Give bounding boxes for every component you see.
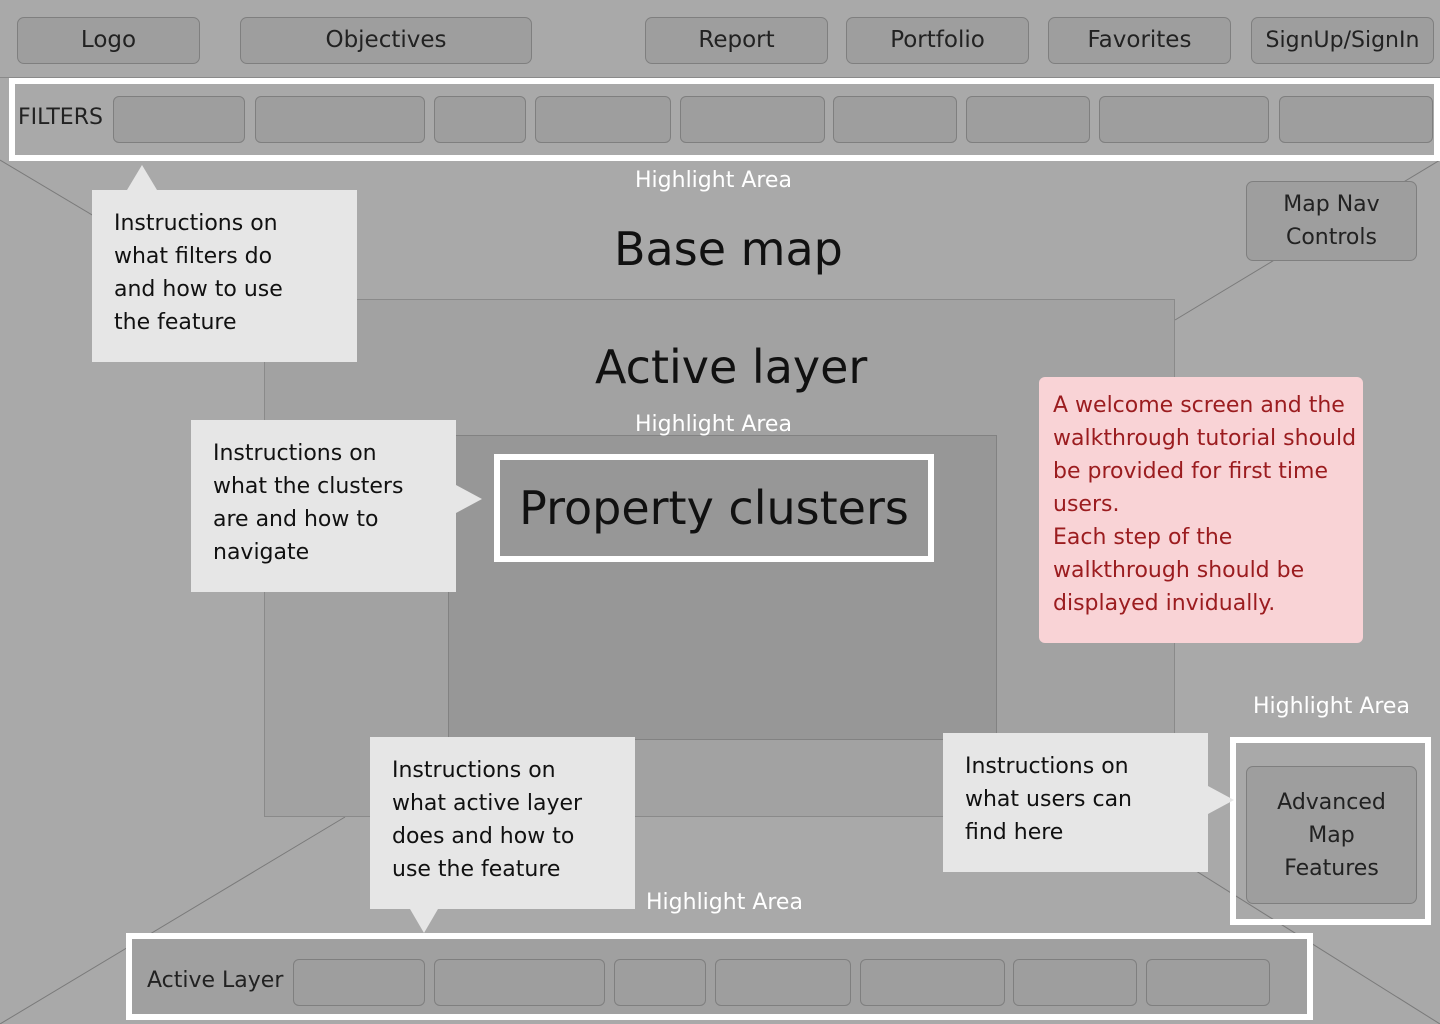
- tooltip-filters-text: Instructions on what filters do and how …: [114, 211, 283, 335]
- advanced-features-highlight: [1230, 737, 1431, 925]
- filter-slot[interactable]: [1279, 96, 1433, 143]
- property-clusters-highlight[interactable]: Property clusters: [494, 454, 934, 562]
- filter-slot[interactable]: [1099, 96, 1269, 143]
- active-layer-slot[interactable]: [614, 959, 706, 1006]
- filter-slot[interactable]: [680, 96, 825, 143]
- filter-slot[interactable]: [113, 96, 245, 143]
- active-layer-slot[interactable]: [715, 959, 851, 1006]
- tooltip-advanced-text: Instructions on what users can find here: [965, 754, 1132, 845]
- tooltip-clusters-arrow: [456, 485, 482, 513]
- highlight-area-label-clusters: Highlight Area: [635, 412, 792, 437]
- map-nav-controls[interactable]: Map Nav Controls: [1246, 181, 1417, 261]
- filters-highlight: [9, 78, 1440, 161]
- highlight-area-label-filters: Highlight Area: [635, 168, 792, 193]
- tooltip-advanced: Instructions on what users can find here: [943, 733, 1208, 872]
- filter-slot[interactable]: [966, 96, 1090, 143]
- welcome-note: A welcome screen and the walkthrough tut…: [1039, 377, 1363, 643]
- tooltip-clusters: Instructions on what the clusters are an…: [191, 420, 456, 592]
- tooltip-advanced-arrow: [1208, 786, 1234, 814]
- tooltip-active-layer-arrow: [410, 909, 438, 933]
- tooltip-clusters-text: Instructions on what the clusters are an…: [213, 441, 404, 565]
- favorites-button[interactable]: Favorites: [1048, 17, 1231, 64]
- welcome-note-text: A welcome screen and the walkthrough tut…: [1053, 393, 1357, 616]
- signup-signin-button[interactable]: SignUp/SignIn: [1251, 17, 1434, 64]
- filter-slot[interactable]: [434, 96, 526, 143]
- top-nav: [0, 0, 1440, 78]
- active-layer-slot[interactable]: [434, 959, 605, 1006]
- portfolio-button[interactable]: Portfolio: [846, 17, 1029, 64]
- tooltip-filters-arrow: [127, 165, 157, 190]
- tooltip-filters: Instructions on what filters do and how …: [92, 190, 357, 362]
- logo-button[interactable]: Logo: [17, 17, 200, 64]
- property-clusters-label: Property clusters: [519, 481, 909, 535]
- tooltip-active-layer: Instructions on what active layer does a…: [370, 737, 635, 909]
- filters-label: FILTERS: [18, 105, 103, 130]
- active-layer-slot[interactable]: [1146, 959, 1270, 1006]
- highlight-area-label-active-layer: Highlight Area: [646, 890, 803, 915]
- active-layer-slot[interactable]: [293, 959, 425, 1006]
- base-map-title: Base map: [614, 222, 843, 276]
- report-button[interactable]: Report: [645, 17, 828, 64]
- highlight-area-label-advanced: Highlight Area: [1253, 694, 1410, 719]
- tooltip-active-layer-text: Instructions on what active layer does a…: [392, 758, 583, 882]
- filter-slot[interactable]: [255, 96, 425, 143]
- active-layer-title: Active layer: [595, 340, 868, 394]
- active-layer-bar-label: Active Layer: [147, 968, 284, 993]
- advanced-map-features-button[interactable]: Advanced Map Features: [1246, 766, 1417, 904]
- filter-slot[interactable]: [535, 96, 671, 143]
- objectives-button[interactable]: Objectives: [240, 17, 532, 64]
- active-layer-slot[interactable]: [1013, 959, 1137, 1006]
- active-layer-slot[interactable]: [860, 959, 1005, 1006]
- filter-slot[interactable]: [833, 96, 957, 143]
